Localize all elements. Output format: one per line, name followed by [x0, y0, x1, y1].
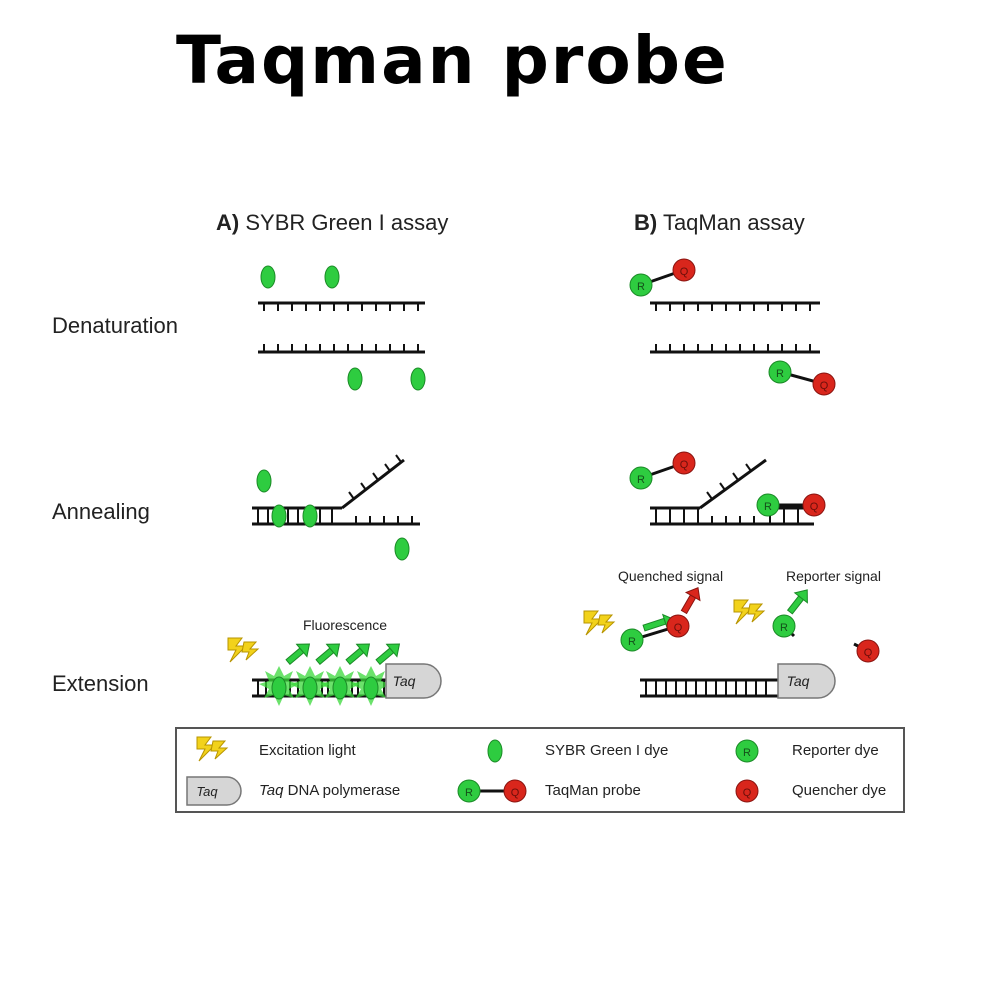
sybr-dye-icon — [487, 739, 503, 763]
sybr-dye-glowing-3 — [332, 676, 348, 700]
panel-b-name: TaqMan assay — [662, 210, 805, 235]
fluorescence-arrows — [285, 643, 401, 666]
panel-a-heading: A) SYBR Green I assay — [216, 210, 448, 236]
quencher-letter: Q — [810, 501, 819, 513]
quencher-letter: Q — [674, 622, 683, 634]
excitation-bolt-b1 — [583, 610, 615, 636]
sybr-denaturation-bottom-strand — [258, 344, 425, 354]
quencher-dye-icon: Q — [735, 779, 759, 803]
panel-a-prefix: A) — [216, 210, 240, 235]
reporter-released: R — [772, 589, 808, 638]
excitation-bolt-b2 — [733, 599, 765, 625]
legend-icons: R Taq R Q Q — [186, 736, 759, 806]
taqman-probe-free-1: R Q — [629, 258, 696, 297]
reporter-dye-icon: R — [735, 739, 759, 763]
quencher-letter: Q — [680, 266, 689, 278]
taq-polymerase-b: Taq — [777, 663, 836, 699]
row-label-annealing: Annealing — [52, 499, 150, 524]
sybr-dye-free-1 — [260, 265, 276, 289]
row-label-denaturation: Denaturation — [52, 313, 178, 338]
legend-taqman-probe-label: TaqMan probe — [545, 782, 641, 799]
quencher-released: Q — [853, 639, 880, 663]
panel-a-name: SYBR Green I assay — [245, 210, 449, 235]
quenched-probe: R Q — [620, 587, 701, 652]
legend-quencher-label: Quencher dye — [792, 782, 887, 799]
reporter-signal-label: Reporter signal — [786, 568, 881, 584]
reporter-arrow — [786, 589, 808, 615]
sybr-dye-bound-1 — [271, 504, 287, 528]
reporter-letter: R — [637, 474, 645, 486]
quencher-dye — [802, 493, 826, 517]
svg-text:Q: Q — [743, 787, 752, 799]
legend-taq-rest: DNA polymerase — [283, 782, 401, 799]
taqman-denaturation-top-strand — [650, 301, 820, 311]
svg-text:Taq: Taq — [196, 784, 218, 799]
legend-excitation-label: Excitation light — [259, 742, 356, 759]
legend-taq-italic: Taq — [259, 782, 284, 799]
sybr-dye-glowing-2 — [302, 676, 318, 700]
legend-sybr-label: SYBR Green I dye — [545, 742, 669, 759]
quenched-signal-label: Quenched signal — [618, 568, 724, 584]
reporter-letter: R — [764, 501, 772, 513]
quencher-dye — [672, 451, 696, 475]
quencher-dye — [812, 372, 836, 396]
row-label-extension: Extension — [52, 671, 149, 696]
sybr-dye-bound-2 — [302, 504, 318, 528]
legend: R Taq R Q Q Excitation light SYBR Green … — [175, 727, 905, 813]
taq-label-a: Taq — [393, 673, 416, 689]
reporter-dye — [620, 628, 644, 652]
quencher-dye — [856, 639, 880, 663]
legend-reporter-label: Reporter dye — [792, 742, 879, 759]
reporter-letter: R — [637, 281, 645, 293]
legend-taq-label: Taq DNA polymerase — [259, 782, 400, 799]
reporter-dye — [772, 614, 796, 638]
taqman-denaturation-bottom-strand — [650, 344, 820, 354]
reporter-letter: R — [776, 368, 784, 380]
reporter-dye — [768, 360, 792, 384]
sybr-dye-free-6 — [394, 537, 410, 561]
reporter-letter: R — [628, 636, 636, 648]
reporter-dye — [629, 273, 653, 297]
sybr-dye-free-3 — [347, 367, 363, 391]
panel-b-heading: B) TaqMan assay — [634, 210, 805, 236]
taqman-probe-bound: R Q — [756, 493, 826, 517]
sybr-dye-free-5 — [256, 469, 272, 493]
sybr-dye-free-2 — [324, 265, 340, 289]
taqman-probe-free-3: R Q — [629, 451, 696, 490]
quencher-letter: Q — [864, 647, 873, 659]
taq-polymerase-a: Taq — [385, 663, 442, 699]
quencher-letter: Q — [680, 459, 689, 471]
reporter-dye — [629, 466, 653, 490]
sybr-dye-free-4 — [410, 367, 426, 391]
taqman-probe-icon: R Q — [457, 779, 527, 803]
quencher-dye — [672, 258, 696, 282]
reporter-dye — [756, 493, 780, 517]
sybr-dye-glowing-4 — [363, 676, 379, 700]
svg-text:Q: Q — [511, 787, 520, 799]
excitation-bolt-a — [227, 637, 259, 663]
quencher-dye — [666, 614, 690, 638]
panel-b-prefix: B) — [634, 210, 658, 235]
page-title: Taqman probe — [176, 22, 729, 99]
taq-label-b: Taq — [787, 673, 810, 689]
excitation-icon — [196, 736, 229, 762]
quenched-arrow — [680, 587, 701, 615]
taqman-extension-duplex — [640, 678, 800, 698]
sybr-denaturation-top-strand — [258, 301, 425, 311]
reporter-letter: R — [780, 622, 788, 634]
fluorescence-label: Fluorescence — [303, 617, 388, 633]
taq-polymerase-icon: Taq — [186, 776, 242, 806]
sybr-dye-glowing-1 — [271, 676, 287, 700]
svg-text:R: R — [465, 787, 473, 799]
quencher-letter: Q — [820, 380, 829, 392]
taqman-probe-free-2: R Q — [768, 360, 836, 396]
svg-text:R: R — [743, 747, 751, 759]
